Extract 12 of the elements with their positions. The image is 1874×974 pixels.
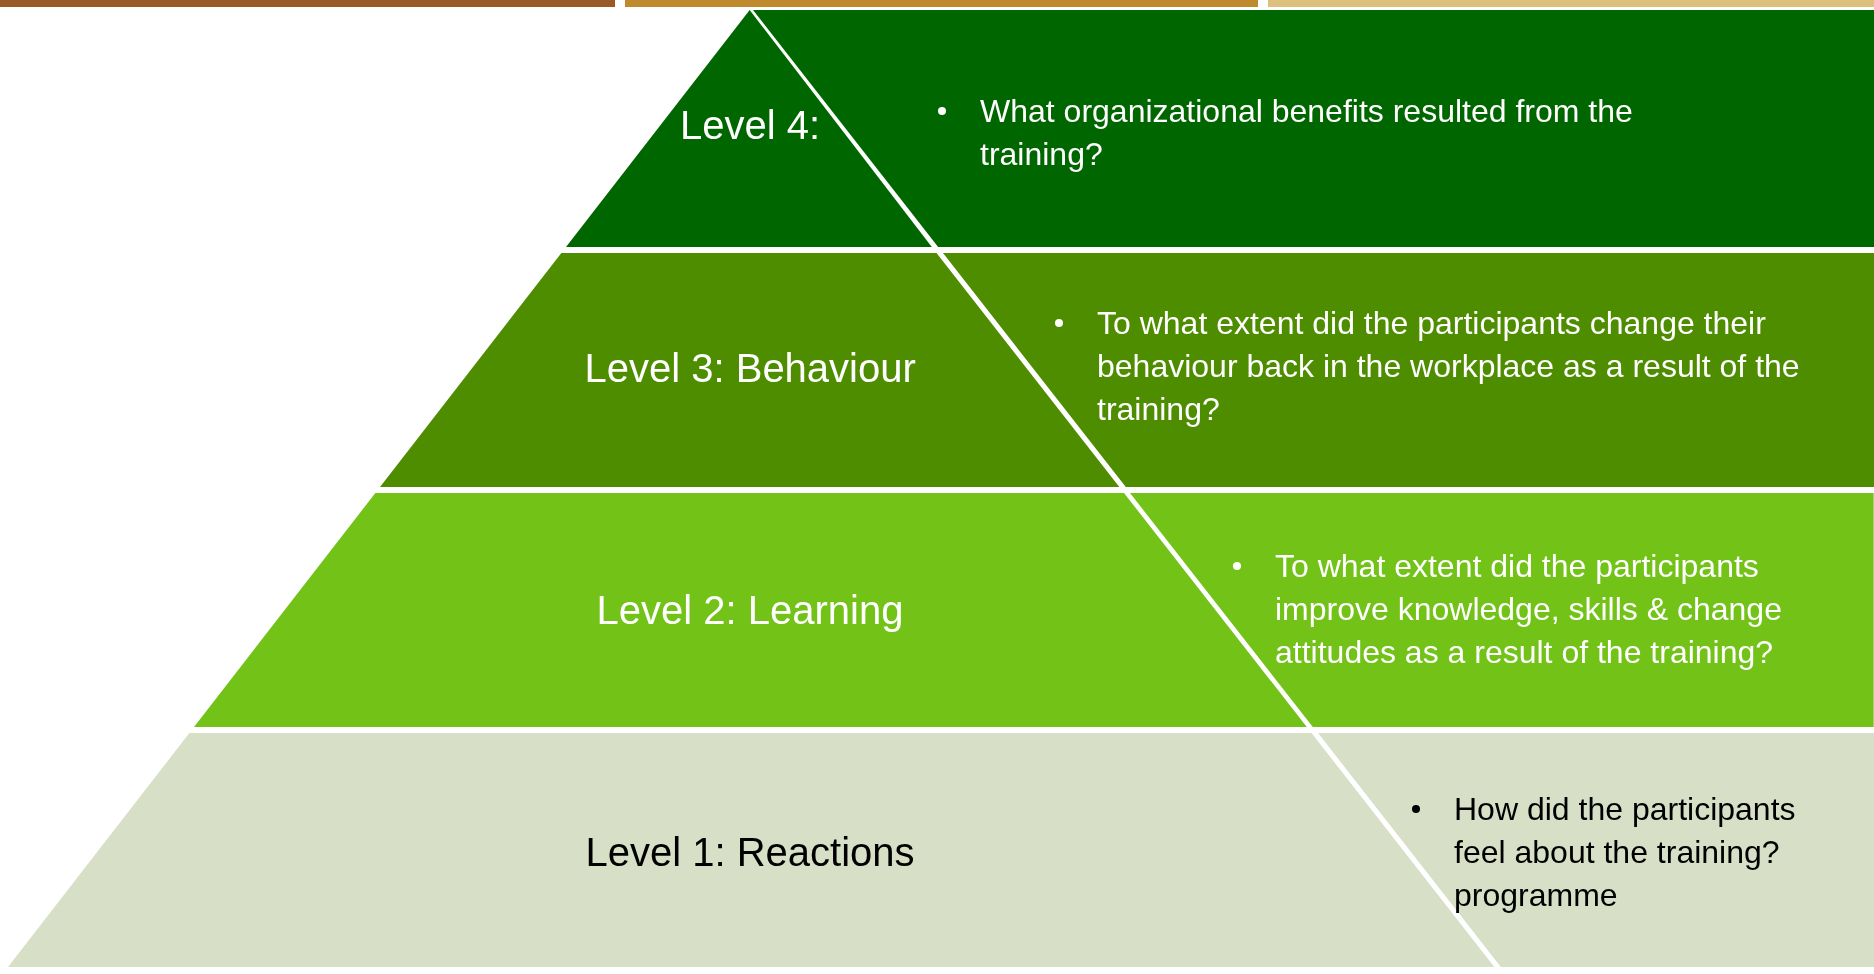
question-text: What organizational benefits resulted from the training? — [980, 92, 1634, 174]
level-label: Level 3: Behaviour — [584, 346, 916, 390]
level-label: Level 2: Learning — [596, 588, 904, 632]
question-text: How did the participants feel about the training? programme — [1454, 790, 1797, 915]
question-panel — [1317, 733, 1874, 967]
question-text: To what extent did the participants change their behaviour back in the workplace as a result of the training? — [1097, 304, 1801, 429]
pyramid-level — [566, 10, 933, 247]
question-text: To what extent did the participants improve knowledge, skills & change attitudes as a result of the training? — [1275, 547, 1783, 672]
question-panel — [942, 253, 1874, 487]
level-label: Level 1: Reactions — [585, 830, 915, 874]
question-panel — [1130, 493, 1874, 727]
level-label: Level 4: — [680, 103, 821, 147]
